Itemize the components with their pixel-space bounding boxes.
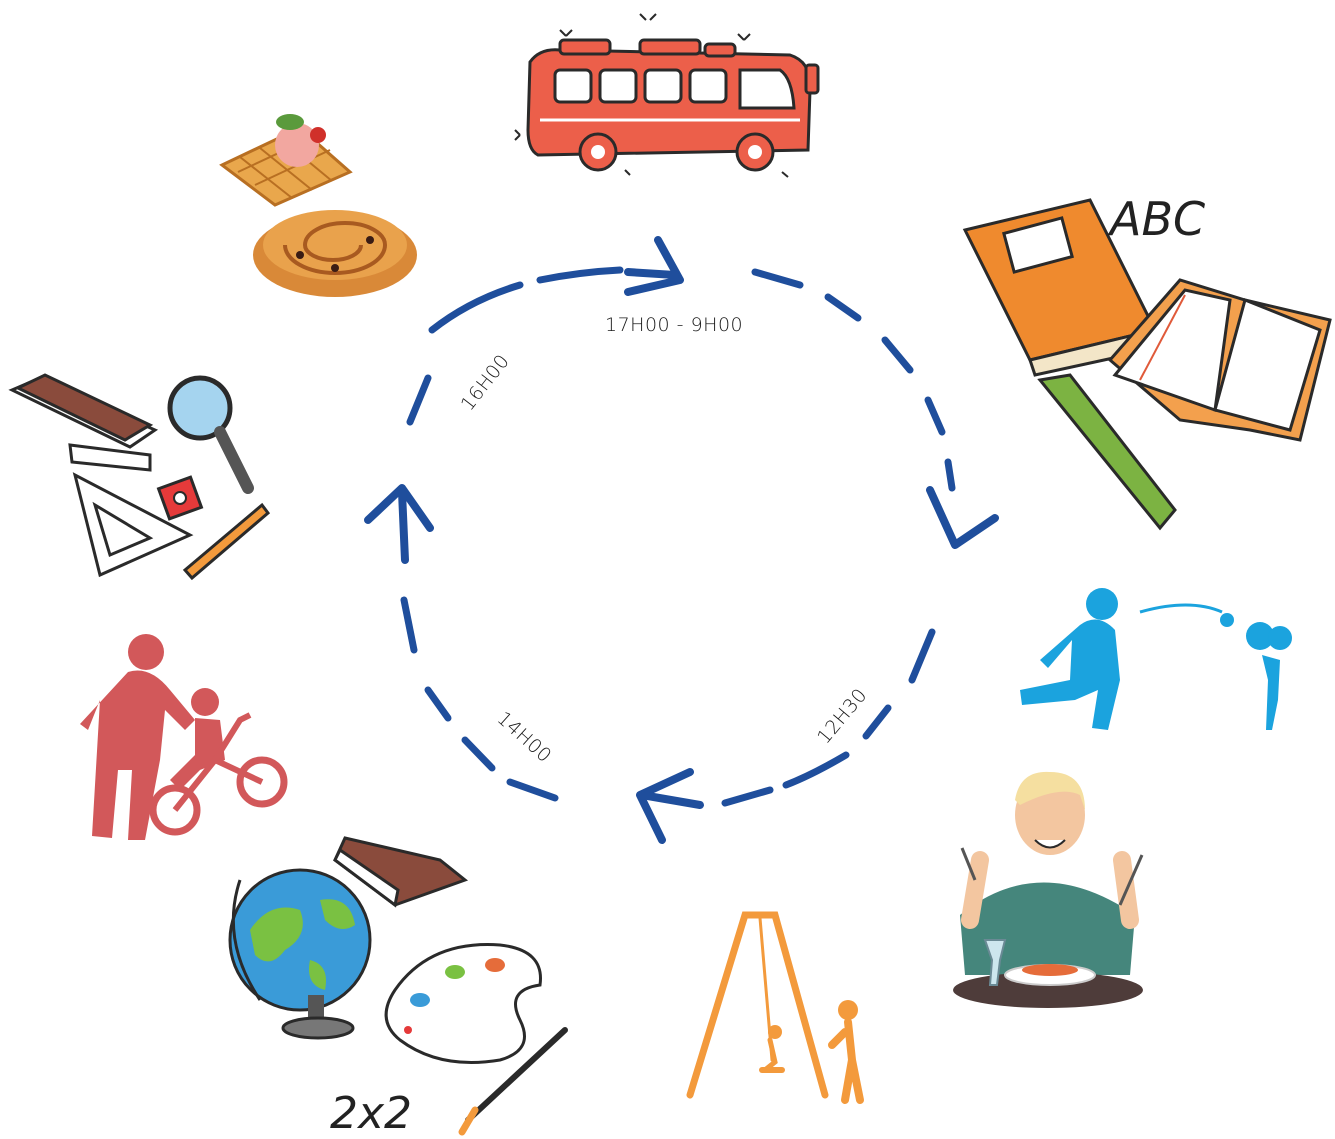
waffle-pastry-icon [219, 114, 417, 297]
label-12h30: 12H30 [813, 684, 872, 748]
books-abc-icon: ABC [962, 192, 1332, 531]
ring-dash [428, 281, 524, 334]
globe-palette-icon: 2x2 [228, 836, 568, 1139]
arrowhead-right [624, 236, 684, 296]
arrowhead-right-shaft [624, 268, 679, 279]
ring-dash [536, 266, 624, 284]
ring-dash [782, 751, 850, 789]
math-2x2-text: 2x2 [330, 1088, 412, 1139]
label-17h00-9h00: 17H00 - 9H00 [605, 314, 743, 336]
ring-dash [400, 596, 418, 654]
label-16h00: 16H00 [457, 350, 514, 415]
ring-dash [506, 778, 559, 802]
ring-dash [944, 458, 956, 492]
arrowhead-up-shaft [398, 488, 409, 564]
ring-dash [824, 293, 862, 322]
arrowhead-down [926, 486, 999, 549]
school-supplies-icon [8, 373, 271, 581]
arrowhead-left-shaft [638, 791, 704, 809]
ring-dash [862, 704, 892, 740]
children-playing-ball-icon [1020, 588, 1292, 730]
ring-dash [461, 736, 496, 772]
bus-icon [514, 13, 820, 178]
cycle-ring [400, 266, 956, 807]
ring-dash [406, 374, 432, 426]
person-eating-icon [953, 771, 1144, 1008]
ring-dash [751, 268, 804, 289]
ring-dash [424, 686, 452, 722]
swing-icon [686, 911, 864, 1104]
ring-dash [721, 786, 774, 807]
ring-dash [908, 628, 936, 684]
parent-child-bicycle-icon [80, 634, 288, 840]
abc-text: ABC [1107, 192, 1205, 246]
ring-dash [924, 396, 946, 436]
ring-dash [881, 336, 914, 374]
cycle-arrowheads [364, 236, 999, 844]
label-14h00: 14H00 [493, 707, 556, 767]
arrowhead-up [364, 484, 434, 532]
